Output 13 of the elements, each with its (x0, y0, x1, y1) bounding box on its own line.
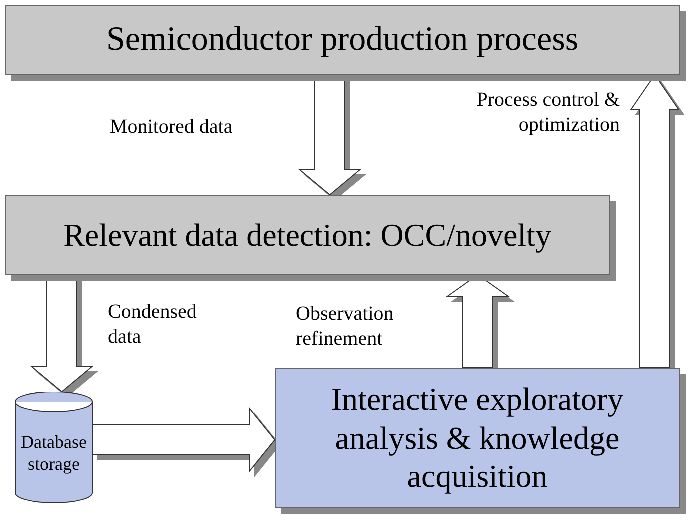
node-text: Semiconductor production process (106, 20, 579, 60)
node-text: Database storage (20, 432, 88, 476)
node-text: Interactive exploratory analysis & knowledge acquisition (330, 380, 625, 496)
database-cylinder (15, 392, 93, 504)
block-arrow (30, 274, 94, 393)
node-text: Relevant data detection: OCC/novelty (64, 216, 552, 254)
block-arrow (92, 408, 276, 472)
block-arrow (445, 274, 511, 368)
block-arrow (630, 74, 680, 368)
process-box (275, 368, 680, 508)
block-arrow (298, 74, 362, 196)
process-box (5, 5, 680, 75)
process-box (5, 195, 610, 275)
